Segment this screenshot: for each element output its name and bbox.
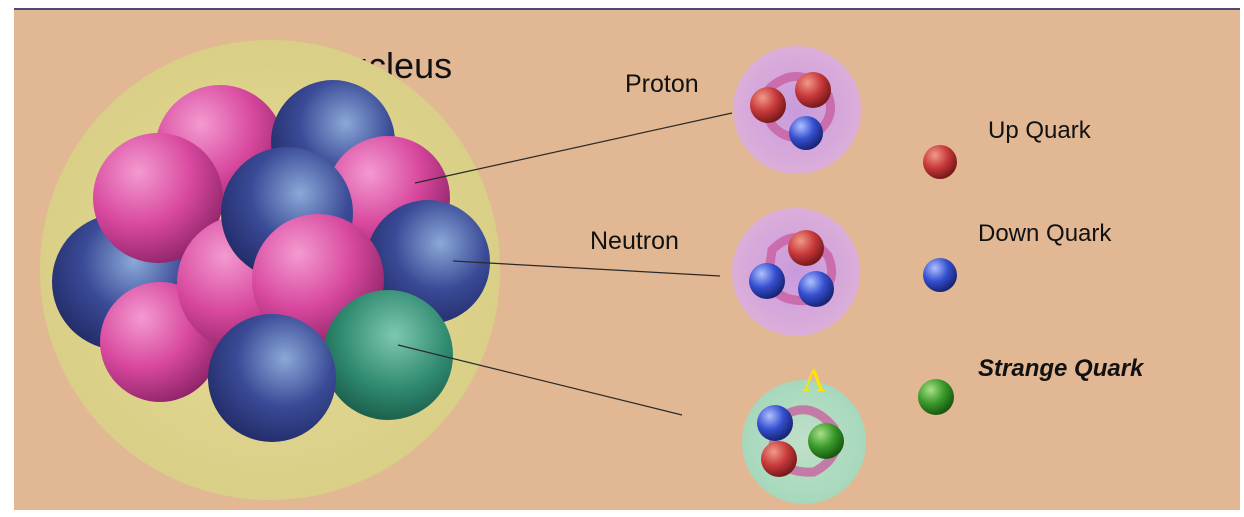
down-quark-legend-label: Down Quark	[978, 220, 1112, 247]
strange-quark-legend-label: Strange Quark	[978, 355, 1145, 382]
down-quark	[749, 263, 785, 299]
lambda-symbol: Λ	[802, 364, 825, 399]
up-quark-legend-label: Up Quark	[988, 117, 1092, 144]
down-quark-legend-icon	[923, 258, 957, 292]
down-quark	[757, 405, 793, 441]
up-quark	[788, 230, 824, 266]
strange-quark	[808, 423, 844, 459]
proton-detail	[733, 46, 861, 174]
up-quark	[761, 441, 797, 477]
hyperon-ball	[323, 290, 453, 420]
down-quark	[789, 116, 823, 150]
up-quark-legend-icon	[923, 145, 957, 179]
legend: Up Quark Down Quark Strange Quark	[918, 117, 1145, 415]
neutron-sphere	[732, 208, 860, 336]
down-quark	[798, 271, 834, 307]
neutron-detail	[732, 208, 860, 336]
up-quark	[795, 72, 831, 108]
proton-label: Proton	[625, 70, 699, 98]
up-quark	[750, 87, 786, 123]
neutron-ball	[208, 314, 336, 442]
neutron-label: Neutron	[590, 227, 679, 255]
strange-quark-legend-icon	[918, 379, 954, 415]
